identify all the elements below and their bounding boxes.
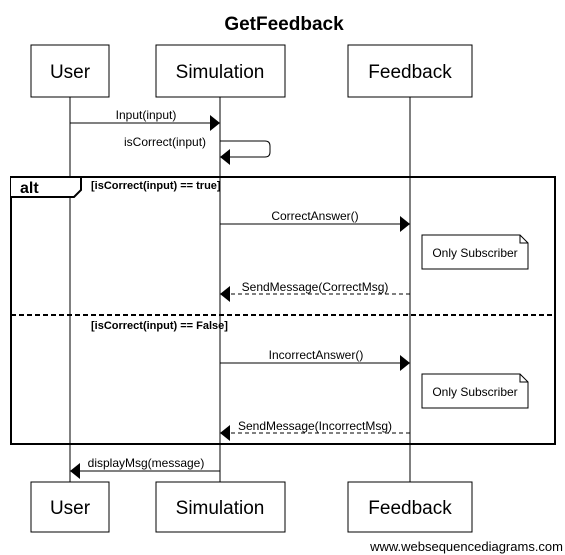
note-only-subscriber-1: Only Subscriber	[421, 234, 529, 270]
diagram-title: GetFeedback	[224, 14, 344, 35]
arrowhead	[400, 216, 410, 232]
participant-user-top: User	[30, 44, 110, 98]
note-text: Only Subscriber	[432, 385, 517, 399]
message-label: SendMessage(IncorrectMsg)	[238, 419, 392, 433]
arrowhead	[70, 463, 80, 479]
participant-simulation-bottom: Simulation	[155, 481, 286, 533]
participant-feedback-top: Feedback	[347, 44, 473, 98]
arrowhead	[220, 425, 230, 441]
arrowhead	[220, 286, 230, 302]
message-label: IncorrectAnswer()	[269, 348, 364, 362]
message-label: CorrectAnswer()	[271, 209, 358, 223]
participant-user-bottom: User	[30, 481, 110, 533]
message-label: SendMessage(CorrectMsg)	[242, 280, 389, 294]
note-only-subscriber-2: Only Subscriber	[421, 373, 529, 409]
message-send-incorrect: SendMessage(IncorrectMsg)	[220, 419, 410, 441]
participant-simulation-label: Simulation	[176, 62, 265, 83]
alt-fragment: alt [isCorrect(input) == true] [isCorrec…	[10, 176, 556, 445]
arrowhead	[210, 115, 220, 131]
message-label: Input(input)	[116, 108, 177, 122]
message-send-correct: SendMessage(CorrectMsg)	[220, 280, 410, 302]
participant-feedback-label: Feedback	[368, 62, 452, 83]
message-is-correct: isCorrect(input)	[124, 135, 271, 165]
message-label: displayMsg(message)	[88, 456, 205, 470]
note-text: Only Subscriber	[432, 246, 517, 260]
participant-simulation-label: Simulation	[176, 498, 265, 519]
participant-user-label: User	[50, 498, 91, 519]
participant-feedback-label: Feedback	[368, 498, 452, 519]
message-incorrect-answer: IncorrectAnswer()	[220, 348, 410, 371]
message-correct-answer: CorrectAnswer()	[220, 209, 410, 232]
alt-guard-true: [isCorrect(input) == true]	[91, 180, 221, 192]
arrowhead	[400, 355, 410, 371]
message-label: isCorrect(input)	[124, 135, 206, 149]
message-display-msg: displayMsg(message)	[70, 456, 220, 479]
participant-simulation-top: Simulation	[155, 44, 286, 98]
alt-label: alt	[20, 180, 39, 197]
message-input: Input(input)	[70, 108, 220, 131]
footer-watermark: www.websequencediagrams.com	[369, 539, 563, 554]
alt-guard-false: [isCorrect(input) == False]	[91, 320, 228, 332]
participant-user-label: User	[50, 62, 91, 83]
participant-feedback-bottom: Feedback	[347, 481, 473, 533]
arrowhead	[220, 149, 230, 165]
